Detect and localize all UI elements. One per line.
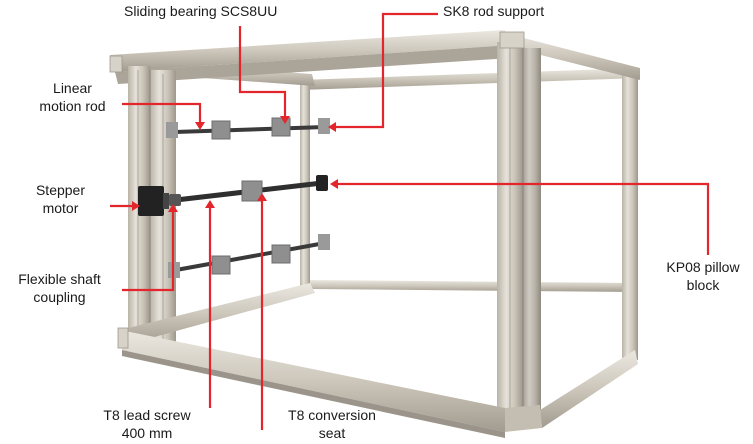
top-front-rail <box>110 30 510 72</box>
label-sk8-support: SK8 rod support <box>443 3 545 19</box>
conversion-seat <box>241 180 263 202</box>
motion-assembly <box>138 117 330 278</box>
label-kp08-line1: KP08 pillow <box>666 259 740 275</box>
leader-lines <box>110 12 710 430</box>
label-kp08-line2: block <box>686 277 720 293</box>
label-linear-rod-line1: Linear <box>53 80 92 96</box>
label-conversion-seat-line1: T8 conversion <box>288 407 376 423</box>
label-conversion-seat: T8 conversion seat <box>272 406 392 442</box>
label-stepper-motor-line2: motor <box>42 200 79 216</box>
label-coupling: Flexible shaft coupling <box>2 270 117 306</box>
label-coupling-line1: Flexible shaft <box>18 271 101 287</box>
pillow-block <box>316 175 328 191</box>
label-kp08: KP08 pillow block <box>655 258 751 294</box>
leader-kp08 <box>335 182 710 255</box>
upper-bearing-left <box>211 120 231 140</box>
flexible-coupling <box>169 194 181 206</box>
label-linear-rod: Linear motion rod <box>30 79 115 115</box>
leader-coupling <box>122 210 175 292</box>
label-sliding-bearing: Sliding bearing SCS8UU <box>124 3 278 19</box>
label-lead-screw-line2: 400 mm <box>121 425 173 441</box>
top-front-rail-face <box>115 45 510 84</box>
lower-linear-rod <box>175 241 326 272</box>
upper-linear-rod <box>174 125 326 134</box>
label-linear-rod-line2: motion rod <box>39 98 106 114</box>
back-bottom-rail <box>310 280 635 292</box>
upper-bearing-right <box>271 117 291 137</box>
label-lead-screw: T8 lead screw 400 mm <box>92 406 202 442</box>
bottom-left-rail <box>120 283 315 345</box>
label-stepper-motor: Stepper motor <box>18 181 103 217</box>
stepper-motor <box>138 186 164 216</box>
label-coupling-line2: coupling <box>33 289 86 305</box>
leader-sliding-bearing <box>238 26 287 118</box>
aluminium-frame <box>109 30 640 438</box>
bottom-front-rail <box>120 330 505 432</box>
bottom-right-rail <box>540 350 638 428</box>
back-right-post <box>622 70 638 360</box>
back-top-rail <box>300 68 640 90</box>
leader-sk8-support <box>333 12 438 129</box>
top-right-rail <box>500 32 640 80</box>
leader-arrowheads <box>132 116 338 212</box>
upper-rod-support-right <box>318 118 330 134</box>
label-stepper-motor-line1: Stepper <box>35 182 86 198</box>
upper-rod-support-left <box>166 122 178 138</box>
label-lead-screw-line1: T8 lead screw <box>103 407 191 423</box>
label-conversion-seat-line2: seat <box>318 425 346 441</box>
leader-linear-rod <box>122 102 202 124</box>
